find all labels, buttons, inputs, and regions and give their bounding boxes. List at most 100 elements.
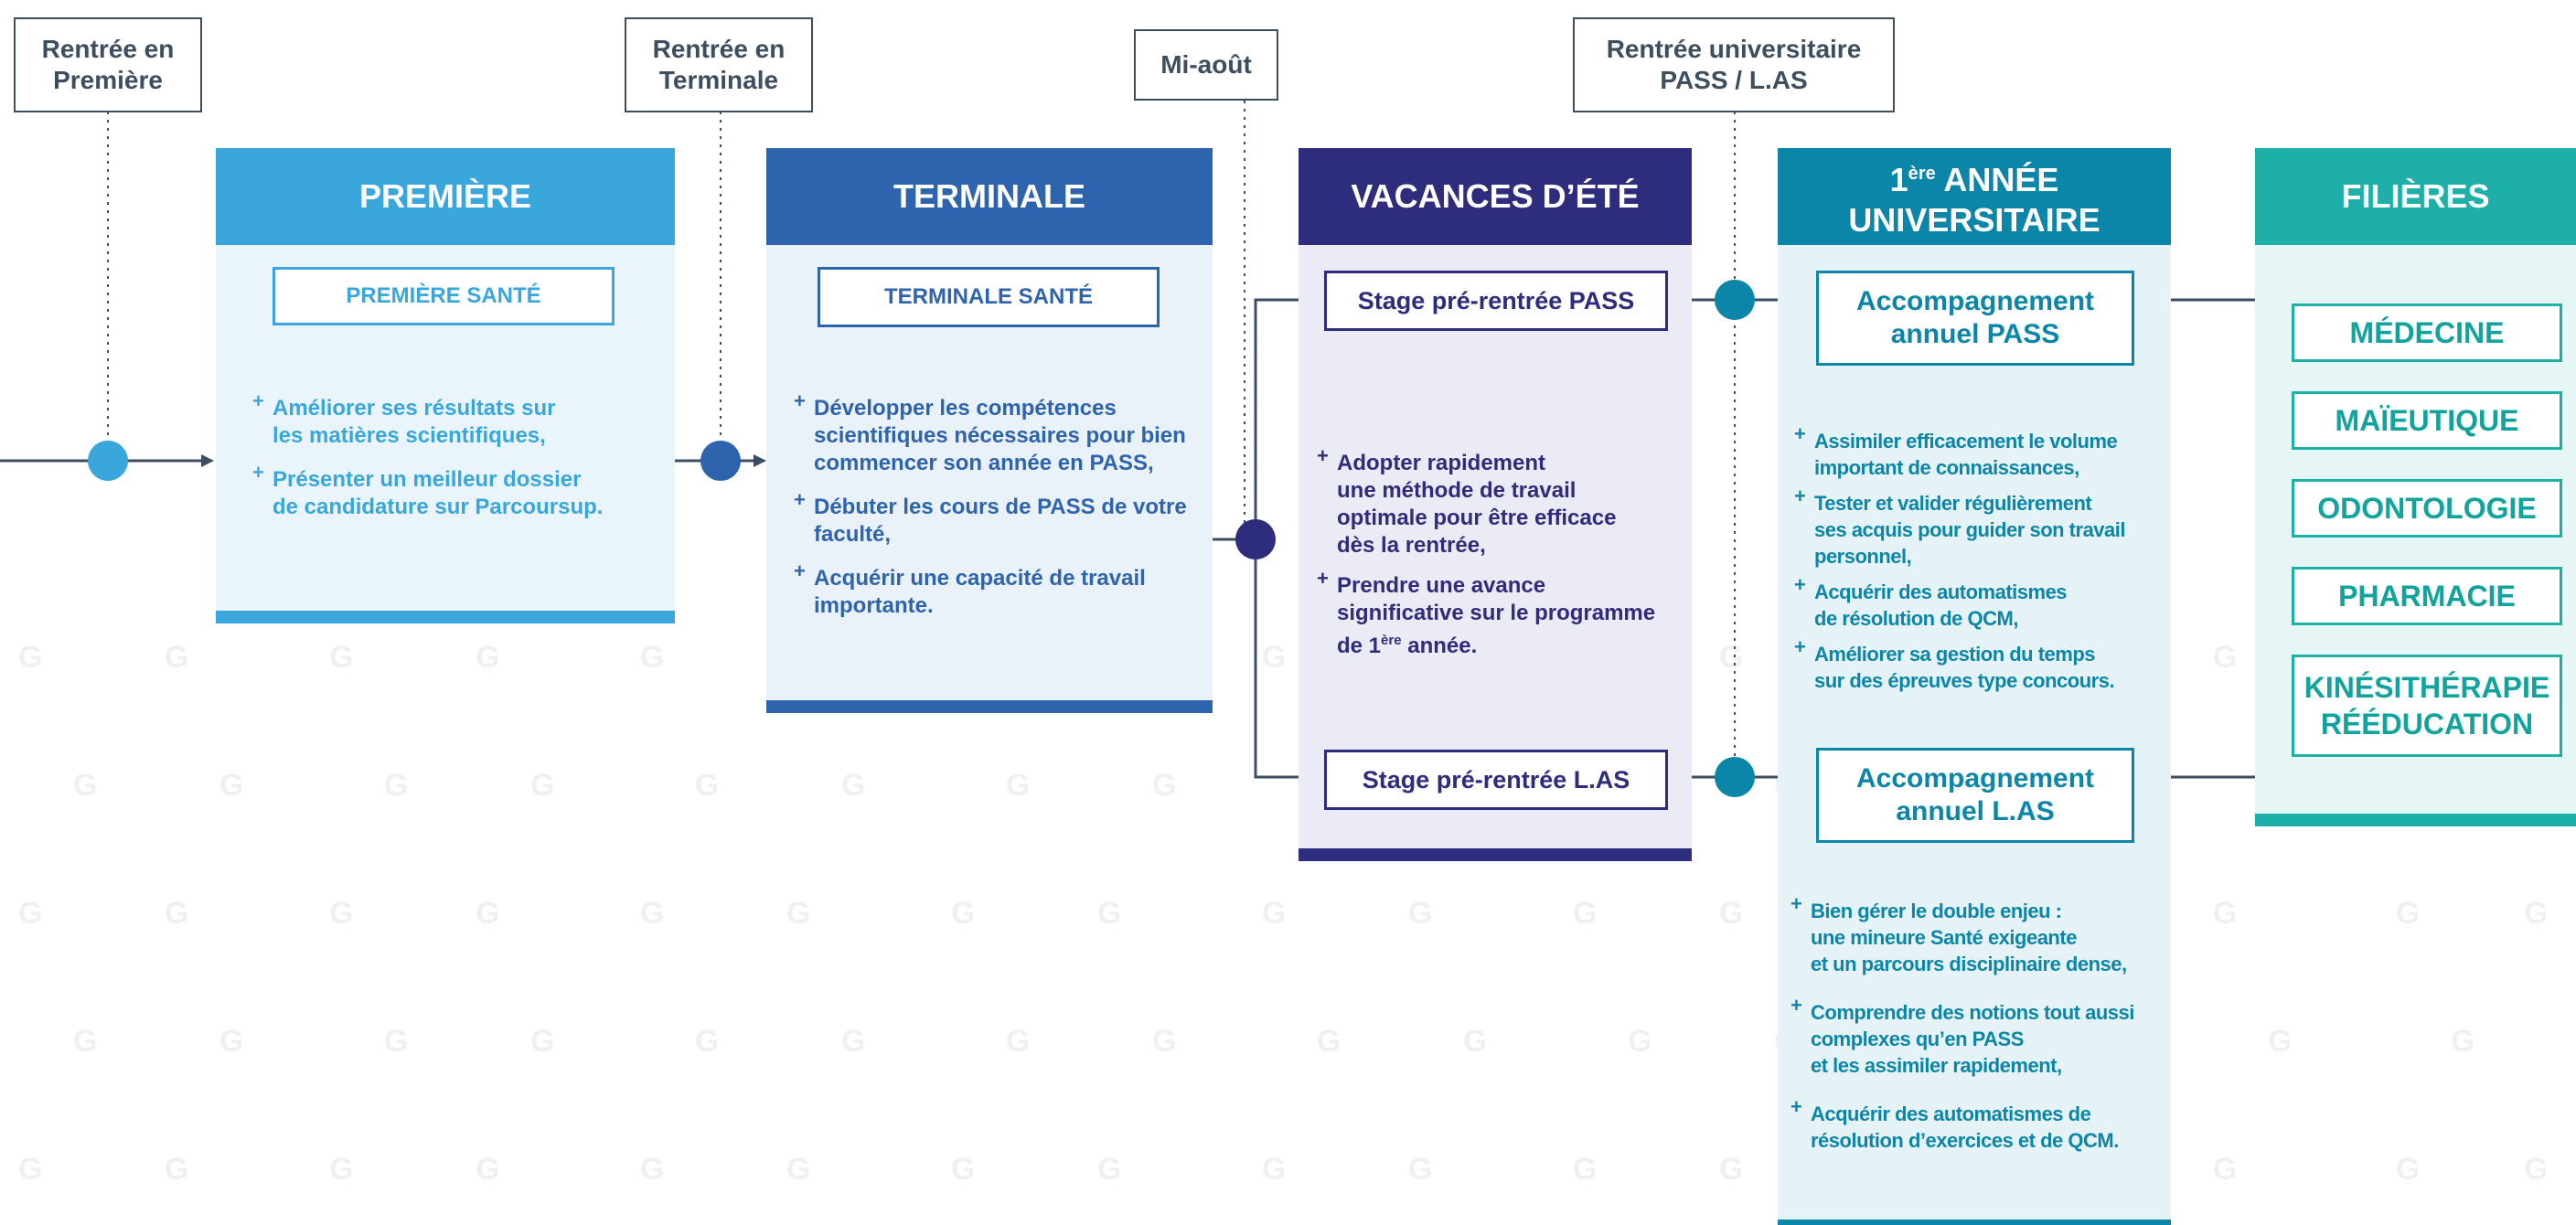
- watermark-logo: G: [1573, 1152, 1598, 1187]
- column-title: VACANCES D’ÉTÉ: [1299, 148, 1692, 245]
- watermark-logo: G: [2524, 896, 2549, 931]
- watermark-logo: G: [329, 1152, 354, 1187]
- watermark-logo: G: [1262, 1152, 1287, 1187]
- bullet-item: +Améliorer sa gestion du temps sur des é…: [1794, 635, 2115, 692]
- watermark-logo: G: [1573, 896, 1598, 931]
- milestone-dot-las: [1715, 757, 1755, 797]
- watermark-logo: G: [2396, 896, 2421, 931]
- watermark-logo: G: [951, 896, 976, 931]
- milestone-rentree-universitaire: Rentrée universitaire PASS / L.AS: [1573, 17, 1895, 112]
- watermark-logo: G: [2213, 640, 2238, 675]
- vacances-bullets: +Adopter rapidement une méthode de trava…: [1317, 444, 1683, 660]
- column-footer-bar: [216, 611, 675, 623]
- filiere-medecine: MÉDECINE: [2292, 304, 2562, 362]
- watermark-logo: G: [1408, 1152, 1433, 1187]
- column-title: TERMINALE: [766, 148, 1213, 245]
- watermark-logo: G: [695, 768, 720, 803]
- bullet-item: +Acquérir des automatismes de résolution…: [1794, 573, 2068, 630]
- watermark-logo: G: [640, 896, 665, 931]
- column-footer-bar: [1778, 1220, 2171, 1225]
- watermark-logo: G: [18, 1152, 43, 1187]
- watermark-logo: G: [1006, 1024, 1031, 1059]
- bullet-item: +Comprendre des notions tout aussi compl…: [1790, 994, 2134, 1077]
- watermark-logo: G: [219, 1024, 244, 1059]
- watermark-logo: G: [1262, 640, 1287, 675]
- watermark-logo: G: [1463, 1024, 1488, 1059]
- milestone-rentree-terminale: Rentrée en Terminale: [625, 17, 813, 112]
- watermark-logo: G: [786, 1152, 811, 1187]
- watermark-logo: G: [165, 640, 189, 675]
- milestone-dot-mi-aout: [1235, 519, 1276, 559]
- milestone-dot-pass: [1715, 280, 1755, 320]
- watermark-logo: G: [1097, 1152, 1122, 1187]
- watermark-logo: G: [2396, 1152, 2421, 1187]
- watermark-logo: G: [1317, 1024, 1341, 1059]
- las-bullets: +Bien gérer le double enjeu : une mineur…: [1790, 892, 2165, 1176]
- plus-icon: +: [1794, 573, 1806, 596]
- bullet-item: +Bien gérer le double enjeu : une mineur…: [1790, 892, 2127, 975]
- plus-icon: +: [1794, 485, 1806, 507]
- column-title: FILIÈRES: [2255, 148, 2576, 245]
- watermark-logo: G: [2213, 1152, 2238, 1187]
- filiere-pharmacie: PHARMACIE: [2292, 567, 2562, 625]
- milestone-rentree-premiere: Rentrée en Première: [14, 17, 202, 112]
- watermark-logo: G: [1006, 768, 1031, 803]
- column-filieres: FILIÈRES MÉDECINE MAÏEUTIQUE ODONTOLOGIE…: [2255, 148, 2576, 826]
- column-vacances: VACANCES D’ÉTÉ Stage pré-rentrée PASS +A…: [1299, 148, 1692, 861]
- pass-bullets: +Assimiler efficacement le volume import…: [1794, 422, 2169, 703]
- bullet-item: +Acquérir une capacité de travail import…: [794, 559, 1146, 618]
- bullet-item: +Acquérir des automatismes de résolution…: [1790, 1095, 2119, 1152]
- filiere-kinesitherapie: KINÉSITHÉRAPIE RÉÉDUCATION: [2292, 655, 2562, 757]
- filiere-maieutique: MAÏEUTIQUE: [2292, 391, 2562, 450]
- milestone-mi-aout: Mi-août: [1134, 29, 1278, 101]
- premiere-bullets: +Améliorer ses résultats sur les matière…: [252, 389, 655, 538]
- watermark-logo: G: [530, 768, 555, 803]
- accompagnement-las-box: Accompagnement annuel L.AS: [1816, 748, 2134, 843]
- watermark-logo: G: [384, 1024, 409, 1059]
- bullet-item: +Améliorer ses résultats sur les matière…: [252, 389, 556, 448]
- column-terminale: TERMINALE TERMINALE SANTÉ +Développer le…: [766, 148, 1213, 713]
- stage-pre-rentree-las-box: Stage pré-rentrée L.AS: [1324, 750, 1668, 810]
- watermark-logo: G: [219, 768, 244, 803]
- watermark-logo: G: [73, 768, 98, 803]
- column-footer-bar: [2255, 814, 2576, 826]
- watermark-logo: G: [165, 1152, 189, 1187]
- column-footer-bar: [1299, 848, 1692, 861]
- plus-icon: +: [1790, 994, 1802, 1017]
- watermark-logo: G: [1719, 896, 1744, 931]
- milestone-dot-terminale: [700, 441, 741, 481]
- watermark-logo: G: [18, 640, 43, 675]
- bullet-item: +Tester et valider régulièrement ses acq…: [1794, 485, 2126, 568]
- plus-icon: +: [1317, 567, 1329, 590]
- watermark-logo: G: [384, 768, 409, 803]
- watermark-logo: G: [841, 1024, 866, 1059]
- terminale-bullets: +Développer les compétences scientifique…: [794, 389, 1205, 636]
- watermark-logo: G: [476, 1152, 500, 1187]
- terminale-sante-box: TERMINALE SANTÉ: [818, 267, 1160, 327]
- watermark-logo: G: [530, 1024, 555, 1059]
- bullet-item: +Débuter les cours de PASS de votre facu…: [794, 488, 1187, 547]
- watermark-logo: G: [1408, 896, 1433, 931]
- column-premiere: PREMIÈRE PREMIÈRE SANTÉ +Améliorer ses r…: [216, 148, 675, 623]
- watermark-logo: G: [329, 896, 354, 931]
- watermark-logo: G: [1719, 1152, 1744, 1187]
- bullet-item: +Assimiler efficacement le volume import…: [1794, 422, 2118, 479]
- watermark-logo: G: [476, 640, 500, 675]
- bullet-item: +Prendre une avance significative sur le…: [1317, 567, 1656, 658]
- watermark-logo: G: [18, 896, 43, 931]
- plus-icon: +: [1794, 635, 1806, 658]
- column-title: PREMIÈRE: [216, 148, 675, 245]
- column-title: 1ère ANNÉE UNIVERSITAIRE: [1778, 148, 2171, 245]
- watermark-logo: G: [1152, 1024, 1177, 1059]
- watermark-logo: G: [1152, 768, 1177, 803]
- watermark-logo: G: [329, 640, 354, 675]
- plus-icon: +: [252, 389, 264, 412]
- watermark-logo: G: [786, 896, 811, 931]
- bullet-tail: de 1ère année.: [1337, 633, 1478, 658]
- watermark-logo: G: [2268, 1024, 2293, 1059]
- filiere-odontologie: ODONTOLOGIE: [2292, 479, 2562, 538]
- plus-icon: +: [794, 559, 806, 582]
- bullet-item: +Développer les compétences scientifique…: [794, 389, 1186, 475]
- watermark-logo: G: [2451, 1024, 2475, 1059]
